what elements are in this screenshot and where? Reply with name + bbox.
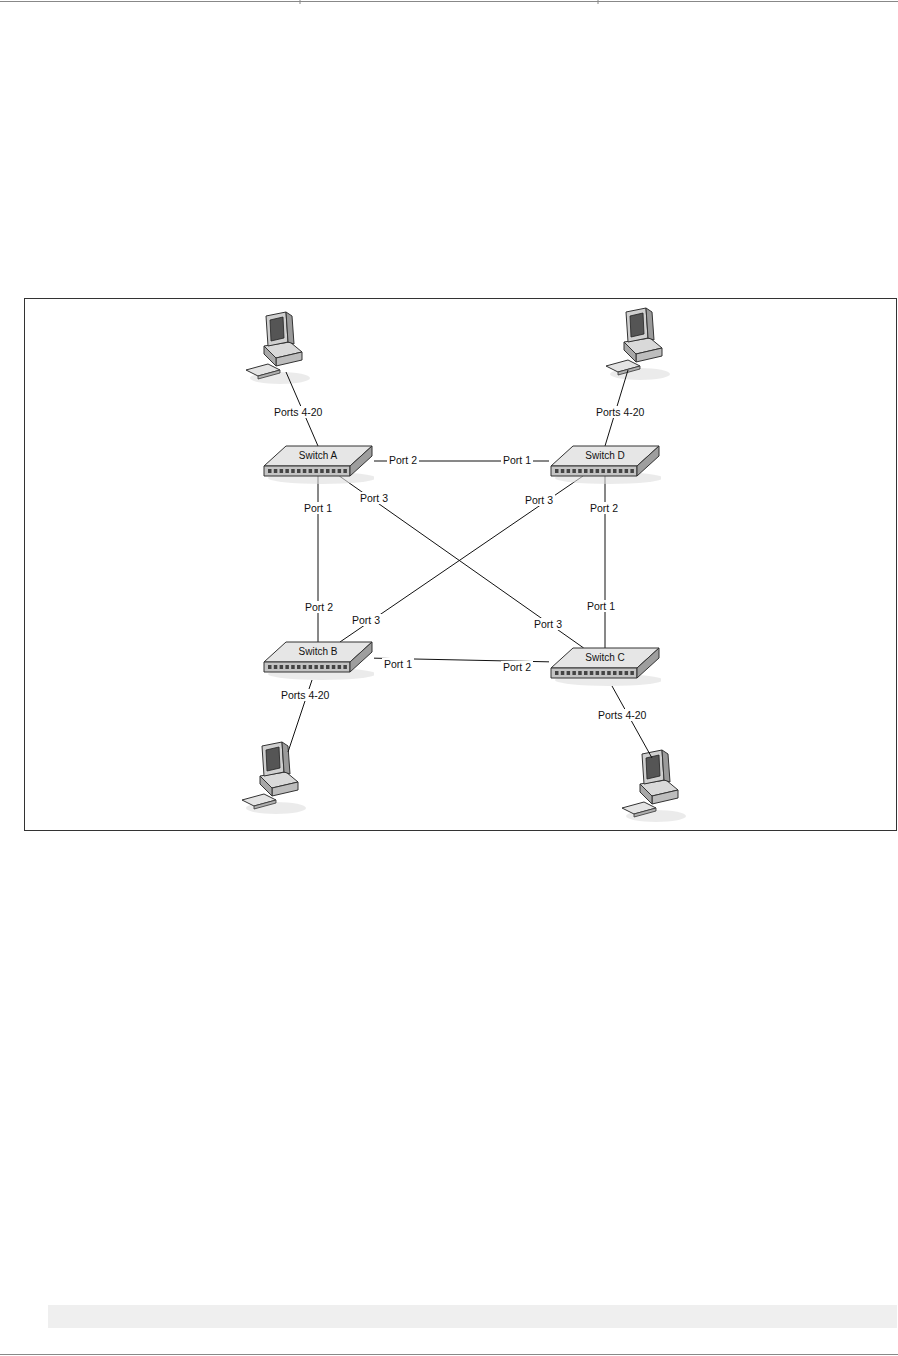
link-line [318, 476, 319, 642]
port-label: Ports 4-20 [594, 406, 646, 418]
switch-node: Switch B [262, 636, 374, 680]
port-label: Ports 4-20 [279, 689, 331, 701]
port-label: Port 1 [302, 502, 334, 514]
switch-shape [262, 636, 374, 680]
port-label: Port 1 [382, 658, 414, 670]
rule-tick [300, 0, 301, 4]
host-link [612, 686, 652, 758]
rule-tick [598, 0, 599, 4]
computer-icon [606, 308, 670, 380]
computer-icon [246, 312, 310, 384]
port-label: Port 2 [588, 502, 620, 514]
port-label: Port 3 [350, 614, 382, 626]
port-label: Port 2 [501, 661, 533, 673]
switch-label: Switch C [549, 651, 661, 664]
port-label: Port 2 [303, 601, 335, 613]
switch-label: Switch A [262, 449, 374, 462]
computer-icon [622, 750, 686, 822]
port-label: Port 1 [501, 454, 533, 466]
switch-shape [549, 440, 661, 484]
switch-shape [262, 440, 374, 484]
link-line [340, 476, 583, 642]
port-label: Port 3 [532, 618, 564, 630]
switch-label: Switch D [549, 449, 661, 462]
figure-frame [25, 299, 897, 831]
rule-line [0, 1, 898, 2]
code-bar [48, 1305, 897, 1328]
port-label: Port 3 [358, 492, 390, 504]
switch-node: Switch C [549, 642, 661, 686]
port-label: Ports 4-20 [596, 709, 648, 721]
port-label: Port 1 [585, 600, 617, 612]
port-label: Port 2 [387, 454, 419, 466]
link-line [339, 476, 583, 648]
switch-label: Switch B [262, 645, 374, 658]
port-label: Ports 4-20 [272, 406, 324, 418]
computer-icon [242, 742, 306, 814]
switch-node: Switch D [549, 440, 661, 484]
rule-line [0, 1354, 898, 1355]
switch-node: Switch A [262, 440, 374, 484]
port-label: Port 3 [523, 494, 555, 506]
switch-shape [549, 642, 661, 686]
